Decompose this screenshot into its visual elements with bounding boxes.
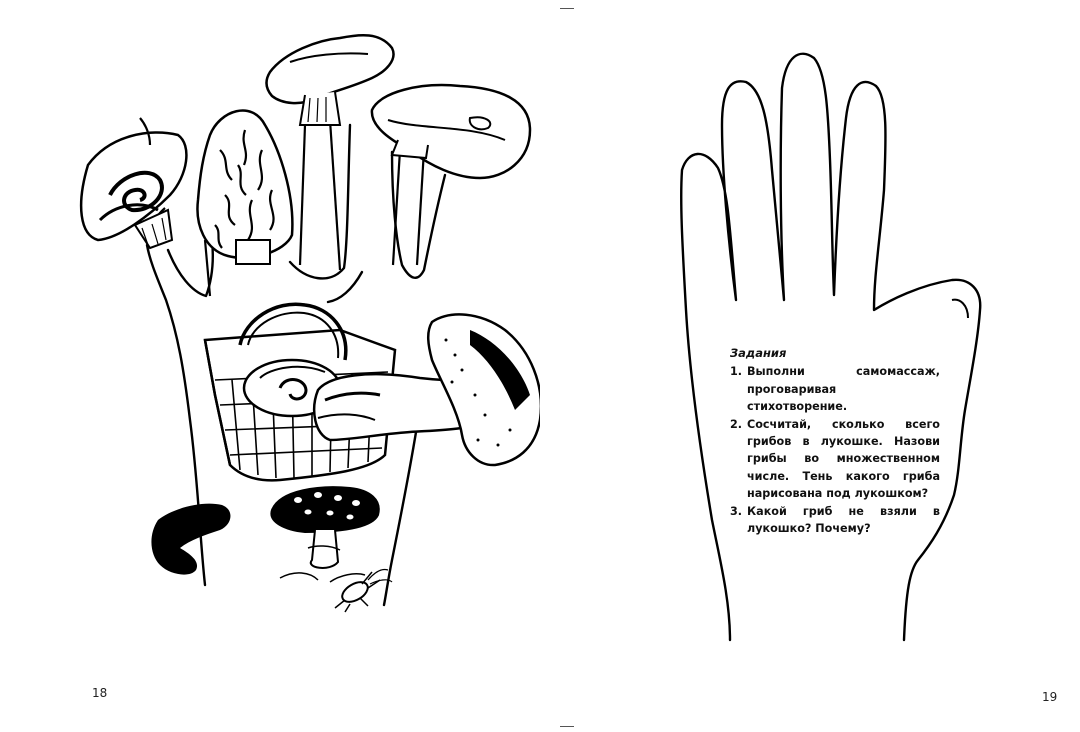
tasks-title: Задания — [730, 346, 787, 360]
crop-mark-bottom — [560, 726, 574, 728]
beetle-icon — [334, 568, 393, 613]
tasks-list: 1. Выполни самомассаж, проговаривая стих… — [730, 363, 940, 537]
crop-mark-top — [560, 8, 574, 10]
mushroom-2-icon — [196, 109, 294, 265]
hand-mushrooms-illustration — [79, 33, 540, 613]
mushroom-shadow-icon — [151, 503, 231, 575]
task-number: 2. — [730, 417, 743, 431]
tasks-block: Задания 1. Выполни самомассаж, проговари… — [730, 345, 940, 537]
task-number: 3. — [730, 504, 743, 518]
page-number-right: 19 — [1042, 690, 1058, 704]
list-item: 3. Какой гриб не взяли в лукошко? Почему… — [730, 503, 940, 538]
right-page: Задания 1. Выполни самомассаж, проговари… — [540, 0, 1080, 732]
task-number: 1. — [730, 365, 743, 379]
amanita-icon — [270, 486, 380, 583]
left-page: 18 — [79, 33, 540, 700]
mushroom-4-icon — [370, 83, 532, 180]
boletus-icon — [313, 313, 540, 467]
task-text: Выполни самомассаж, проговаривая стихотв… — [747, 365, 940, 414]
list-item: 2. Сосчитай, сколько всего грибов в луко… — [730, 416, 940, 503]
task-text: Какой гриб не взяли в лукошко? Почему? — [747, 504, 940, 536]
list-item: 1. Выполни самомассаж, проговаривая стих… — [730, 363, 940, 415]
hand-outline-illustration — [680, 52, 982, 642]
mushroom-1-icon — [79, 117, 188, 250]
mushroom-3-icon — [265, 33, 395, 126]
task-text: Сосчитай, сколько всего грибов в лукошке… — [747, 417, 940, 501]
page-number-left: 18 — [92, 686, 108, 700]
